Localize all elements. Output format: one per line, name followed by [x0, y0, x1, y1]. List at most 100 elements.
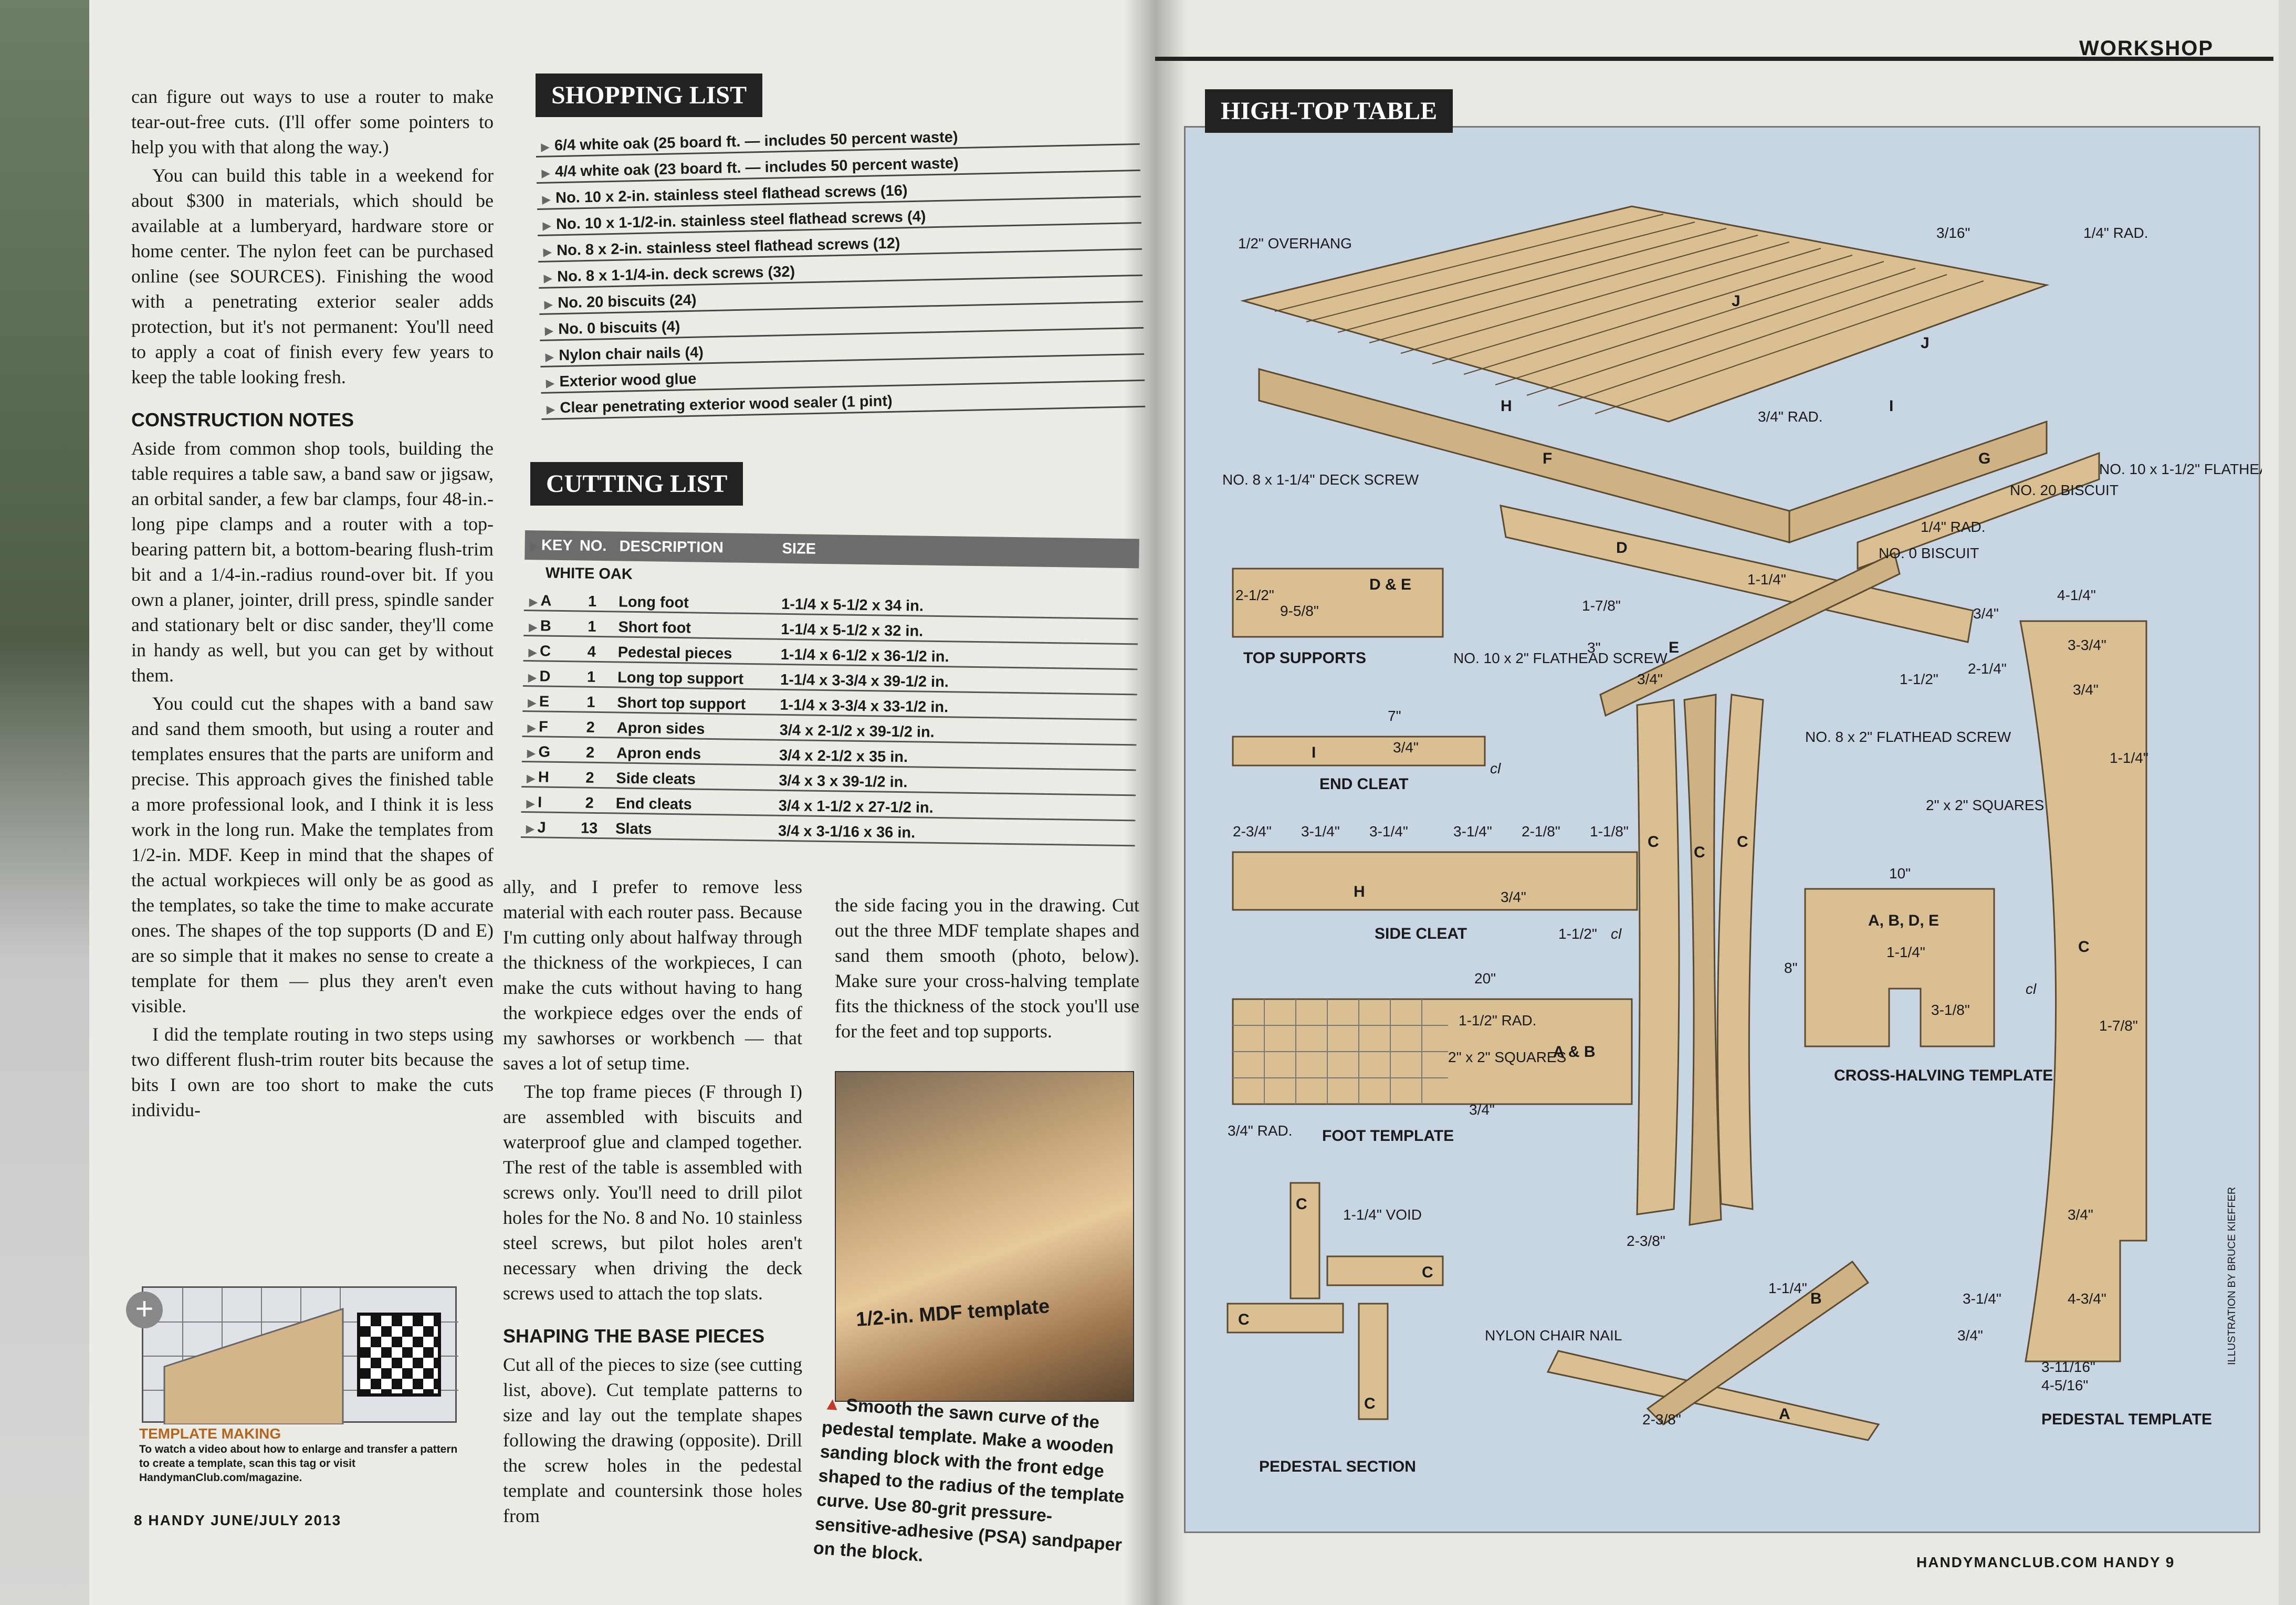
- svg-text:3/4": 3/4": [1957, 1327, 1983, 1344]
- svg-text:NO. 8 x 1-1/4" DECK SCREW: NO. 8 x 1-1/4" DECK SCREW: [1222, 471, 1419, 488]
- paragraph: Aside from common shop tools, building t…: [131, 438, 494, 686]
- diagram-title: HIGH-TOP TABLE: [1205, 89, 1453, 133]
- cell-no: 13: [580, 820, 598, 837]
- svg-text:1/2" OVERHANG: 1/2" OVERHANG: [1238, 235, 1352, 251]
- apron: F G H I: [1258, 368, 2100, 570]
- svg-text:NO. 10 x 1-1/2" FLATHEAD SCREW: NO. 10 x 1-1/2" FLATHEAD SCREW: [2099, 461, 2262, 477]
- pedestal-template-drawing: 4-1/4" 3-3/4" 3/4" 1-1/4" 2-1/4" 1-7/8" …: [1926, 587, 2212, 1428]
- cell-no: 2: [586, 719, 595, 736]
- svg-text:1/4" RAD.: 1/4" RAD.: [1921, 519, 1986, 535]
- paragraph: I did the template routing in two steps …: [131, 1024, 494, 1120]
- qr-code[interactable]: [357, 1313, 441, 1397]
- svg-text:1-7/8": 1-7/8": [2099, 1017, 2138, 1034]
- paragraph: ally, and I prefer to remove less materi…: [503, 876, 802, 1074]
- cell-size: 1-1/4 x 6-1/2 x 36-1/2 in.: [780, 646, 949, 666]
- cell-size: 3/4 x 1-1/2 x 27-1/2 in.: [778, 797, 934, 816]
- article-column-3: the side facing you in the drawing. Cut …: [835, 893, 1139, 1047]
- cell-no: 1: [586, 694, 595, 711]
- svg-text:C: C: [1648, 833, 1659, 851]
- svg-text:E: E: [1669, 639, 1679, 656]
- svg-text:C: C: [1238, 1311, 1250, 1328]
- svg-text:3-1/4": 3-1/4": [1301, 823, 1340, 840]
- paragraph: The top frame pieces (F through I) are a…: [503, 1081, 802, 1304]
- svg-text:2" x 2" SQUARES: 2" x 2" SQUARES: [1926, 797, 2044, 813]
- cell-key: A: [524, 586, 567, 610]
- svg-text:4-1/4": 4-1/4": [2057, 587, 2096, 603]
- svg-text:3/4": 3/4": [2073, 681, 2099, 698]
- table-top: J J: [1240, 205, 2050, 423]
- page-folio-right: HANDYMANCLUB.COM HANDY 9: [1916, 1554, 2175, 1570]
- svg-text:cl: cl: [2026, 981, 2037, 997]
- top-supports-3d: D E: [1500, 505, 1974, 717]
- svg-text:1-1/4": 1-1/4": [1886, 944, 1925, 960]
- cell-desc: Side cleats: [616, 770, 696, 788]
- cell-no: 2: [585, 769, 594, 786]
- svg-text:4-3/4": 4-3/4": [2068, 1291, 2106, 1307]
- cell-key: E: [522, 687, 565, 711]
- cell-key: B: [523, 611, 566, 635]
- workshop-photo: [835, 1071, 1134, 1402]
- cell-desc: Long top support: [617, 669, 744, 688]
- svg-text:2-3/4": 2-3/4": [1233, 823, 1272, 840]
- svg-text:SIDE CLEAT: SIDE CLEAT: [1375, 925, 1467, 942]
- svg-text:8": 8": [1784, 960, 1798, 976]
- svg-text:3/4" RAD.: 3/4" RAD.: [1228, 1123, 1293, 1139]
- svg-text:3/4": 3/4": [1501, 889, 1526, 905]
- svg-text:NO. 20 BISCUIT: NO. 20 BISCUIT: [2010, 482, 2119, 498]
- cell-key: J: [521, 813, 563, 837]
- svg-text:4-5/16": 4-5/16": [2041, 1377, 2088, 1393]
- caption-body: To watch a video about how to enlarge an…: [139, 1443, 458, 1484]
- svg-text:A: A: [1779, 1405, 1790, 1423]
- svg-text:20": 20": [1474, 970, 1496, 987]
- header-size: SIZE: [782, 540, 816, 558]
- svg-text:TOP SUPPORTS: TOP SUPPORTS: [1243, 649, 1366, 667]
- diagram-svg: .wood{fill:#d9bf91;stroke:#5a4a30;stroke…: [1222, 205, 2296, 1475]
- cell-key: I: [521, 788, 564, 812]
- pedestal-section-drawing: C C C C 1-1/4" VOID PEDESTAL SECTION: [1226, 1182, 1444, 1475]
- svg-text:2-3/8": 2-3/8": [1627, 1233, 1665, 1249]
- svg-text:PEDESTAL SECTION: PEDESTAL SECTION: [1259, 1458, 1416, 1475]
- svg-text:A & B: A & B: [1553, 1043, 1596, 1061]
- svg-text:3/4": 3/4": [1973, 605, 1999, 622]
- svg-text:10": 10": [1889, 865, 1911, 882]
- svg-text:3/4": 3/4": [2068, 1207, 2093, 1223]
- end-cleat-drawing: I 7" 3/4" cl END CLEAT: [1232, 708, 1501, 793]
- svg-text:B: B: [1810, 1290, 1822, 1307]
- svg-text:3/4": 3/4": [1469, 1102, 1495, 1118]
- cell-size: 3/4 x 2-1/2 x 39-1/2 in.: [779, 721, 935, 741]
- caption-title: TEMPLATE MAKING: [139, 1425, 281, 1442]
- cell-no: 1: [586, 668, 596, 686]
- paragraph: the side facing you in the drawing. Cut …: [835, 895, 1139, 1042]
- section-label: WORKSHOP: [2079, 37, 2214, 60]
- svg-text:D: D: [1616, 539, 1628, 557]
- pedestal-3d: C C C: [1636, 694, 1764, 1226]
- svg-text:1-1/2" RAD.: 1-1/2" RAD.: [1459, 1012, 1536, 1029]
- svg-text:7": 7": [1388, 708, 1401, 724]
- cutting-list-title: CUTTING LIST: [530, 462, 743, 506]
- svg-text:H: H: [1501, 397, 1512, 415]
- svg-text:NYLON CHAIR NAIL: NYLON CHAIR NAIL: [1485, 1327, 1622, 1344]
- cell-size: 3/4 x 3-1/16 x 36 in.: [778, 822, 916, 842]
- svg-text:FOOT TEMPLATE: FOOT TEMPLATE: [1322, 1127, 1454, 1145]
- svg-text:3-1/4": 3-1/4": [1963, 1291, 2001, 1307]
- svg-text:I: I: [1312, 744, 1316, 761]
- svg-text:1-1/2": 1-1/2": [1900, 671, 1938, 687]
- cell-size: 1-1/4 x 3-3/4 x 33-1/2 in.: [780, 696, 949, 716]
- illustration-credit: ILLUSTRATION BY BRUCE KIEFFER: [2226, 1187, 2238, 1365]
- cell-desc: End cleats: [615, 795, 693, 813]
- svg-text:3/4" RAD.: 3/4" RAD.: [1758, 408, 1823, 425]
- svg-text:2-1/2": 2-1/2": [1235, 587, 1274, 603]
- photo-caption: ▲ Smooth the sawn curve of the pedestal …: [813, 1391, 1139, 1582]
- article-column-1: can figure out ways to use a router to m…: [131, 84, 494, 1126]
- svg-text:1-1/2": 1-1/2": [1558, 926, 1597, 942]
- high-top-table-diagram: .wood{fill:#d9bf91;stroke:#5a4a30;stroke…: [1184, 126, 2296, 1533]
- svg-text:END CLEAT: END CLEAT: [1319, 775, 1408, 793]
- svg-text:C: C: [1422, 1264, 1433, 1281]
- svg-text:2-3/8": 2-3/8": [1642, 1411, 1681, 1428]
- cutting-list-table: KEY NO. DESCRIPTION SIZE WHITE OAK A1Lon…: [520, 530, 1139, 847]
- svg-text:2-1/4": 2-1/4": [1968, 660, 2007, 677]
- svg-text:1-1/8": 1-1/8": [1590, 823, 1629, 840]
- section-rule: [1155, 57, 2273, 61]
- shopping-list-title: SHOPPING LIST: [536, 74, 763, 117]
- svg-text:CROSS-HALVING TEMPLATE: CROSS-HALVING TEMPLATE: [1834, 1067, 2053, 1084]
